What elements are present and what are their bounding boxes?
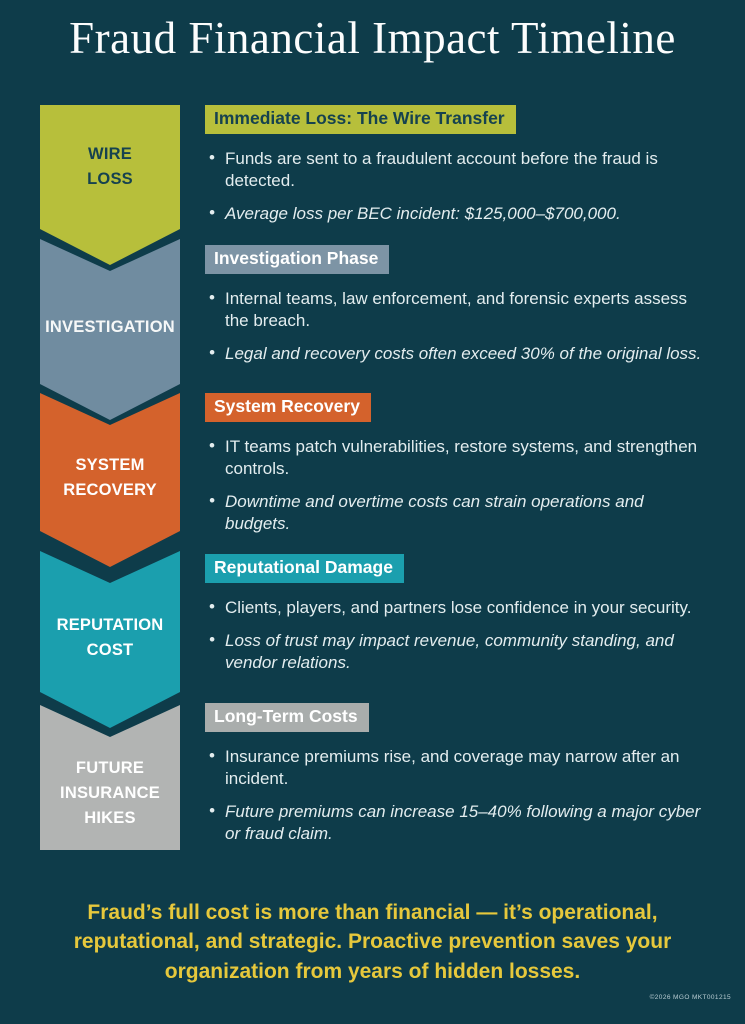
bullet-item: Loss of trust may impact revenue, commun… <box>205 629 710 674</box>
bullet-item: Downtime and overtime costs can strain o… <box>205 490 710 535</box>
bullet-item: Legal and recovery costs often exceed 30… <box>205 342 710 365</box>
section-long-term-costs: Long-Term Costs Insurance premiums rise,… <box>205 703 717 856</box>
bullet-item: Future premiums can increase 15–40% foll… <box>205 800 710 845</box>
section-system-recovery: System Recovery IT teams patch vulnerabi… <box>205 393 717 546</box>
chevron-wire-loss: WIRE LOSS <box>40 105 180 265</box>
copyright-credit: ©2026 MGO MKT001215 <box>649 994 731 1001</box>
section-wire-loss: Immediate Loss: The Wire Transfer Funds … <box>205 105 717 236</box>
bullet-item: Average loss per BEC incident: $125,000–… <box>205 202 710 225</box>
bullet-item: Clients, players, and partners lose conf… <box>205 596 710 619</box>
section-heading-badge: System Recovery <box>205 393 371 422</box>
section-heading-badge: Long-Term Costs <box>205 703 369 732</box>
timeline-chevron-column: WIRE LOSS INVESTIGATION SYSTEM RECOVERY … <box>40 105 180 865</box>
bullet-list: Funds are sent to a fraudulent account b… <box>205 147 717 225</box>
bullet-list: Clients, players, and partners lose conf… <box>205 596 717 674</box>
section-investigation: Investigation Phase Internal teams, law … <box>205 245 717 376</box>
section-heading-badge: Reputational Damage <box>205 554 404 583</box>
bullet-item: Funds are sent to a fraudulent account b… <box>205 147 710 192</box>
bullet-item: IT teams patch vulnerabilities, restore … <box>205 435 710 480</box>
footer-message: Fraud’s full cost is more than financial… <box>73 901 672 983</box>
section-heading-badge: Investigation Phase <box>205 245 390 274</box>
bullet-list: Internal teams, law enforcement, and for… <box>205 287 717 365</box>
bullet-item: Internal teams, law enforcement, and for… <box>205 287 710 332</box>
chevron-investigation: INVESTIGATION <box>40 239 180 420</box>
page-title: Fraud Financial Impact Timeline <box>69 13 676 63</box>
bullet-list: IT teams patch vulnerabilities, restore … <box>205 435 717 535</box>
bullet-item: Insurance premiums rise, and coverage ma… <box>205 745 710 790</box>
section-heading-badge: Immediate Loss: The Wire Transfer <box>205 105 516 134</box>
bullet-list: Insurance premiums rise, and coverage ma… <box>205 745 717 845</box>
chevron-future-insurance-hikes: FUTURE INSURANCE HIKES <box>40 705 180 850</box>
section-reputational-damage: Reputational Damage Clients, players, an… <box>205 554 717 685</box>
chevron-reputation-cost: REPUTATION COST <box>40 551 180 728</box>
